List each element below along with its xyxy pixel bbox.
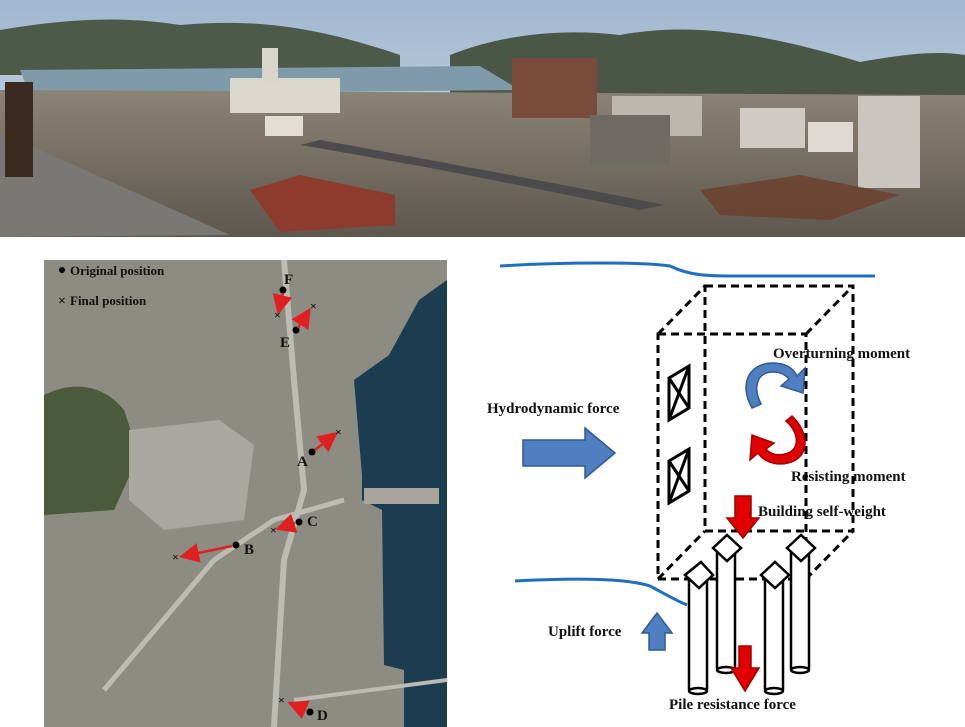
legend-final-marker: × xyxy=(58,294,66,309)
building-tall-right xyxy=(858,96,920,188)
map-point-e-final: × xyxy=(310,299,317,313)
legend-final-label: Final position xyxy=(70,293,147,308)
building-mid xyxy=(740,108,805,148)
map-label-d: D xyxy=(317,708,328,724)
force-diagram: Hydrodynamic force Overturning moment Re… xyxy=(487,261,910,713)
legend-original-dot xyxy=(59,267,65,273)
map-point-c-original xyxy=(295,518,303,526)
map-point-b-original xyxy=(232,541,240,549)
foreground-structure xyxy=(5,82,33,177)
piles xyxy=(683,533,817,696)
map-point-f-original xyxy=(279,286,287,294)
pile-resistance-label: Pile resistance force xyxy=(669,697,796,713)
water-surface-top xyxy=(499,261,875,278)
window-upper xyxy=(667,363,691,423)
map-point-a-original xyxy=(308,448,316,456)
map-point-d-original xyxy=(306,708,314,716)
map-hill xyxy=(44,386,139,515)
hydrodynamic-force-label: Hydrodynamic force xyxy=(487,401,620,417)
self-weight-arrow xyxy=(725,495,761,540)
map-point-a-final: × xyxy=(335,425,342,439)
map-label-a: A xyxy=(297,454,308,470)
map-label-f: F xyxy=(284,272,293,288)
map-point-d-final: × xyxy=(278,693,285,707)
resisting-moment-label: Resisting moment xyxy=(791,469,906,485)
map-central-block xyxy=(129,420,254,530)
map-arrow-b xyxy=(179,543,233,563)
map-arrow-c xyxy=(275,513,298,533)
hydrodynamic-force-arrow xyxy=(522,426,617,480)
debris-pile xyxy=(700,175,900,220)
map-point-f-final: × xyxy=(274,308,281,322)
foreground-roof xyxy=(0,130,230,237)
water-surface-bottom xyxy=(514,577,688,607)
overturning-moment-arrow xyxy=(745,362,806,409)
map-pier xyxy=(364,488,439,504)
map-label-e: E xyxy=(280,335,290,351)
map-label-c: C xyxy=(307,514,318,530)
red-roof-building xyxy=(250,175,395,232)
pile-resistance-arrow xyxy=(729,645,761,693)
road xyxy=(300,140,665,210)
map-arrow-d xyxy=(287,700,310,720)
window-lower xyxy=(667,446,691,506)
map-point-b-final: × xyxy=(172,550,179,564)
small-white-building xyxy=(265,116,303,136)
map-cross-road xyxy=(102,497,345,692)
map-label-b: B xyxy=(244,542,254,558)
aerial-map: Original position × Final position × F ×… xyxy=(44,260,447,727)
hill-left xyxy=(0,19,400,75)
building-brick xyxy=(512,58,597,118)
building-outline xyxy=(656,284,855,581)
overturning-moment-label: Overturning moment xyxy=(773,346,910,362)
uplift-force-arrow xyxy=(640,611,674,651)
uplift-force-label: Uplift force xyxy=(548,624,622,640)
legend-original-label: Original position xyxy=(70,263,165,278)
map-arrow-f xyxy=(272,292,293,315)
building-white-left xyxy=(230,78,340,113)
map-south-road xyxy=(293,678,447,702)
resisting-moment-arrow xyxy=(749,414,806,465)
disaster-panorama-photo xyxy=(0,0,965,237)
tower xyxy=(262,48,278,83)
map-arrow-e xyxy=(291,307,311,331)
self-weight-label: Building self-weight xyxy=(758,504,886,520)
map-point-c-final: × xyxy=(270,523,277,537)
map-main-road xyxy=(271,260,308,727)
building-small xyxy=(808,122,853,152)
map-arrow-a xyxy=(314,431,338,453)
building-damaged xyxy=(590,115,670,165)
